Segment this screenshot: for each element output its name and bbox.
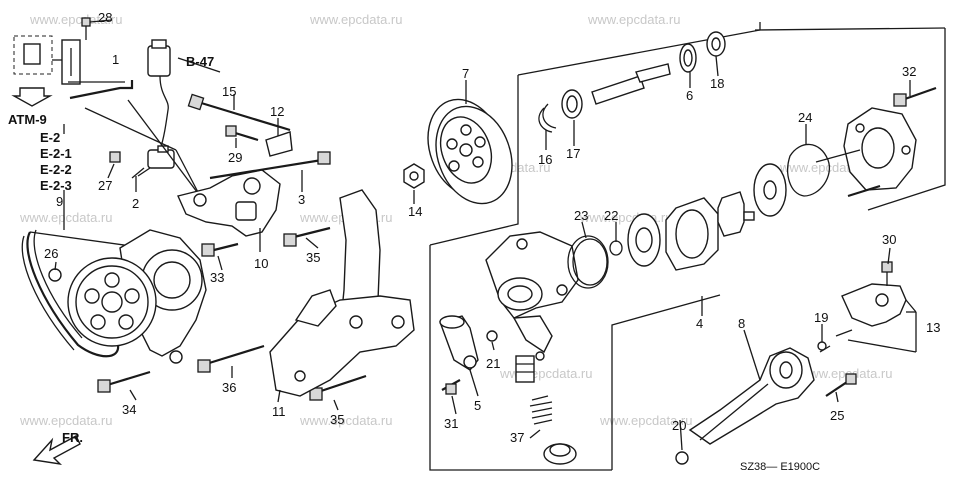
watermark: www.epcdata.ru xyxy=(599,413,693,428)
callout: 35 xyxy=(306,250,320,265)
callout: 37 xyxy=(510,430,524,445)
callout: 32 xyxy=(902,64,916,79)
callout: 16 xyxy=(538,152,552,167)
callout: 5 xyxy=(474,398,481,413)
ref-e2-1: E-2-1 xyxy=(40,146,72,161)
callout: 18 xyxy=(710,76,724,91)
callout: 8 xyxy=(738,316,745,331)
watermark: www.epcdata.ru xyxy=(499,366,593,381)
callout: 26 xyxy=(44,246,58,261)
ref-e2-2: E-2-2 xyxy=(40,162,72,177)
callout: 22 xyxy=(604,208,618,223)
callout: 13 xyxy=(926,320,940,335)
callout: 36 xyxy=(222,380,236,395)
callout: 19 xyxy=(814,310,828,325)
ref-b47: B-47 xyxy=(186,54,214,69)
ref-atm9: ATM-9 xyxy=(8,112,47,127)
callout: 15 xyxy=(222,84,236,99)
callout: 20 xyxy=(672,418,686,433)
valve-spool xyxy=(515,355,535,383)
pump-pulley-large xyxy=(427,98,513,205)
mount-bolts xyxy=(97,226,367,401)
callout: 31 xyxy=(444,416,458,431)
callout: 25 xyxy=(830,408,844,423)
callout: 28 xyxy=(98,10,112,25)
callout: 12 xyxy=(270,104,284,119)
callout: 6 xyxy=(686,88,693,103)
ref-e2: E-2 xyxy=(40,130,60,145)
watermark: www.epcdata.ru xyxy=(299,413,393,428)
pulley-nut xyxy=(403,163,425,189)
callout: 21 xyxy=(486,356,500,371)
ref-e2-3: E-2-3 xyxy=(40,178,72,193)
callout: 33 xyxy=(210,270,224,285)
watermark: www.epcdata.ru xyxy=(19,413,113,428)
callout: 3 xyxy=(298,192,305,207)
callout: 1 xyxy=(112,52,119,67)
reference-labels: B-47 ATM-9 E-2 E-2-1 E-2-2 E-2-3 xyxy=(8,54,214,193)
callout: 27 xyxy=(98,178,112,193)
front-arrow-icon xyxy=(32,435,81,466)
pump-cam-rotor xyxy=(627,163,787,271)
callout: 34 xyxy=(122,402,136,417)
clip-icon xyxy=(23,43,41,65)
pump-rear-cover xyxy=(815,86,937,198)
pressure-switch xyxy=(817,261,917,353)
watermark: www.epcdata.ru xyxy=(587,12,681,27)
clip-detail-box xyxy=(13,35,53,75)
atm9-arrow xyxy=(11,87,53,107)
callout: 23 xyxy=(574,208,588,223)
pump-bracket xyxy=(177,93,331,257)
front-label: FR. xyxy=(62,430,83,445)
leader-lines xyxy=(54,19,911,451)
callout: 17 xyxy=(566,146,580,161)
pump-shaft-parts xyxy=(538,31,726,133)
callout: 11 xyxy=(272,404,286,419)
o-rings xyxy=(567,143,830,289)
callout: 24 xyxy=(798,110,812,125)
watermark: www.epcdata.ru xyxy=(29,12,123,27)
front-direction-indicator: FR. xyxy=(32,430,83,466)
watermark: www.epcdata.ru xyxy=(579,210,673,225)
power-steering-pump xyxy=(48,229,207,364)
callout: 2 xyxy=(132,196,139,211)
sensor-bracket-group xyxy=(11,17,221,197)
pump-shaft-assembly xyxy=(675,345,857,465)
callout-numbers: 28 1 15 12 29 27 2 3 9 26 10 33 35 34 36… xyxy=(44,10,940,445)
pump-front-housing xyxy=(485,231,579,361)
callout: 29 xyxy=(228,150,242,165)
callout: 9 xyxy=(56,194,63,209)
callout: 35 xyxy=(330,412,344,427)
diagram-code: SZ38— E1900C xyxy=(740,461,820,473)
watermark: www.epcdata.ru xyxy=(309,12,403,27)
watermark: www.epcdata.ru xyxy=(19,210,113,225)
callout: 4 xyxy=(696,316,703,331)
callout: 10 xyxy=(254,256,268,271)
connector-icon xyxy=(147,45,171,77)
callout: 7 xyxy=(462,66,469,81)
flow-control-valve xyxy=(439,315,577,465)
pump-assembly-frame xyxy=(429,22,946,471)
lower-brackets xyxy=(269,189,415,397)
callout: 14 xyxy=(408,204,422,219)
callout: 30 xyxy=(882,232,896,247)
watermarks: www.epcdata.ru www.epcdata.ru www.epcdat… xyxy=(19,12,893,428)
